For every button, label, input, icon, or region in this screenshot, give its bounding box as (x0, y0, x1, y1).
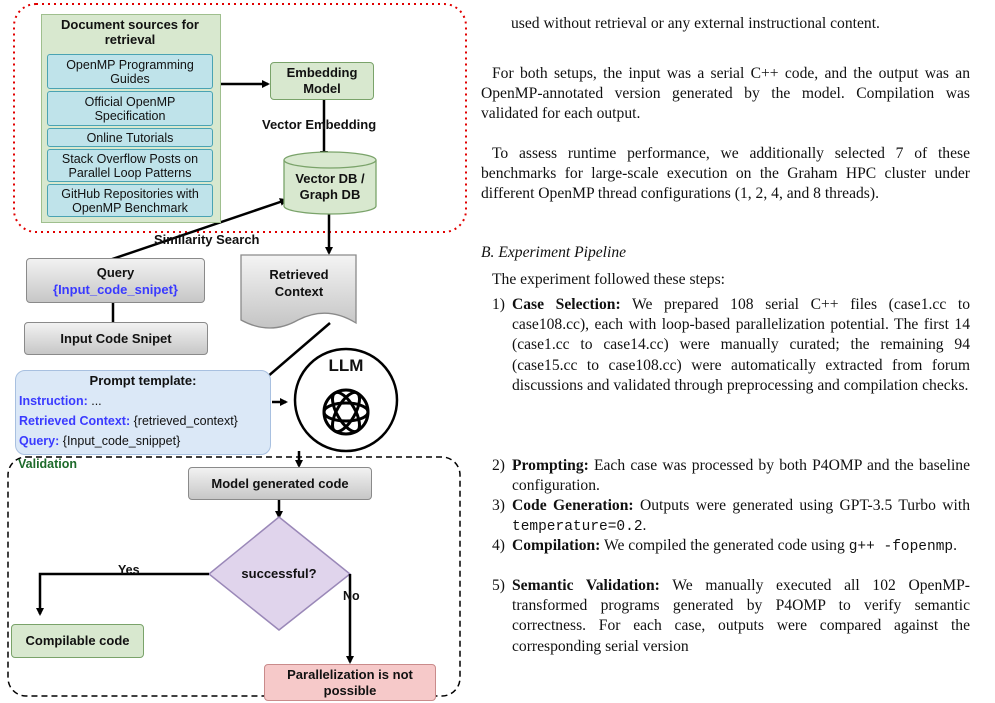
pipeline-diagram: Document sources for retrieval OpenMP Pr… (0, 0, 470, 703)
list-item: 1) Case Selection: We prepared 108 seria… (492, 295, 970, 396)
prompt-context-key: Retrieved Context: (19, 414, 131, 428)
query-label: Query (96, 264, 135, 280)
prompt-instruction-key: Instruction: (19, 394, 88, 408)
list-number: 5) (492, 577, 505, 594)
prompt-query-key: Query: (19, 434, 60, 448)
prompt-context-value: {retrieved_context} (130, 414, 238, 428)
retrieval-region (13, 3, 467, 233)
list-item: 4) Compilation: We compiled the generate… (492, 536, 970, 557)
decision-diamond (207, 516, 352, 631)
source-item: Online Tutorials (47, 128, 213, 147)
paragraph: used without retrieval or any external i… (511, 15, 880, 32)
step-title: Prompting: (512, 457, 589, 474)
list-number: 2) (492, 457, 505, 474)
sources-title: Document sources for retrieval (61, 17, 199, 47)
step-tail: . (953, 537, 958, 554)
step-body: We prepared 108 serial C++ files (case1.… (512, 296, 970, 394)
source-item: Stack Overflow Posts on Parallel Loop Pa… (47, 149, 213, 182)
validation-label: Validation (18, 457, 78, 471)
vector-db-label: Vector DB / Graph DB (295, 171, 365, 202)
paragraph: The experiment followed these steps: (492, 271, 725, 288)
yes-label: Yes (118, 563, 140, 577)
list-item: 3) Code Generation: Outputs were generat… (492, 496, 970, 537)
step-title: Code Generation: (512, 497, 634, 514)
step-body: We compiled the generated code using (600, 537, 849, 554)
list-number: 1) (492, 296, 505, 313)
no-label: No (343, 589, 360, 603)
list-item: 2) Prompting: Each case was processed by… (492, 456, 970, 496)
llm-circle (293, 347, 399, 453)
source-item: Official OpenMP Specification (47, 91, 213, 126)
model-generated-box: Model generated code (188, 467, 372, 500)
list-item: 5) Semantic Validation: We manually exec… (492, 576, 970, 657)
retrieved-context-shape (240, 254, 357, 329)
prompt-template-box: Prompt template: Instruction: ... Retrie… (15, 370, 271, 455)
list-number: 4) (492, 537, 505, 554)
llm-label: LLM (328, 356, 364, 375)
step-title: Semantic Validation: (512, 577, 660, 594)
vector-embedding-label: Vector Embedding (262, 117, 377, 132)
query-variable: {Input_code_snipet} (53, 281, 178, 297)
source-item: GitHub Repositories with OpenMP Benchmar… (47, 184, 213, 217)
section-heading: B. Experiment Pipeline (481, 244, 627, 261)
paragraph: For both setups, the input was a serial … (481, 65, 970, 123)
prompt-query-value: {Input_code_snippet} (59, 434, 181, 448)
query-box: Query {Input_code_snipet} (26, 258, 205, 303)
step-tail: . (642, 517, 647, 535)
paragraph: To assess runtime performance, we additi… (481, 145, 970, 203)
validation-region (7, 456, 461, 697)
step-body: We manually executed all 102 OpenMP-tran… (512, 577, 970, 655)
prompt-instruction-value: ... (87, 394, 102, 408)
step-body: Outputs were generated using GPT-3.5 Tur… (633, 497, 970, 514)
step-code: temperature=0.2 (512, 519, 643, 536)
input-code-box: Input Code Snipet (24, 322, 208, 355)
not-possible-box: Parallelization is not possible (264, 664, 436, 701)
diagram-connectors (7, 3, 467, 697)
prompt-title: Prompt template: (89, 373, 197, 388)
step-code: g++ -fopenmp (848, 539, 954, 555)
similarity-search-label: Similarity Search (154, 232, 260, 247)
vector-db-cylinder (283, 160, 377, 215)
step-body: Each case was processed by both P4OMP an… (512, 457, 970, 495)
retrieved-context-label: Retrieved Context (269, 267, 329, 299)
embedding-model-box: Embedding Model (270, 62, 374, 100)
llm-logo-icon (322, 388, 370, 436)
step-title: Case Selection: (512, 296, 621, 313)
list-number: 3) (492, 497, 505, 514)
source-item: OpenMP Programming Guides (47, 54, 213, 89)
decision-label: successful? (241, 566, 317, 581)
compilable-code-box: Compilable code (11, 624, 144, 658)
step-title: Compilation: (512, 537, 601, 554)
